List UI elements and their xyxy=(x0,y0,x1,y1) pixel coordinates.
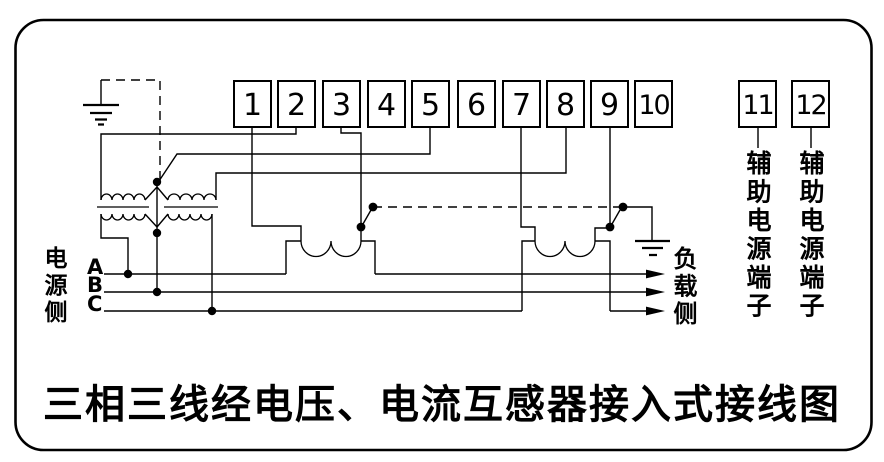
wire-secondary-earth xyxy=(623,206,653,241)
ct-left-hump xyxy=(285,240,376,274)
wire-terminal3 xyxy=(340,127,362,241)
dashed-pt-earth-link xyxy=(101,79,161,181)
pt-right-secondary-coil xyxy=(167,213,213,221)
terminal-number: 3 xyxy=(332,88,351,123)
phase-label-b: B xyxy=(87,273,104,297)
diagram-border xyxy=(14,18,873,452)
terminal-box-11: 11 xyxy=(738,80,777,128)
pt-inner-leads xyxy=(144,186,169,228)
junction-dots xyxy=(123,177,628,316)
arrow-phase-c-icon xyxy=(646,306,665,316)
wire-lines xyxy=(100,127,812,312)
terminal-box-1: 1 xyxy=(233,80,272,128)
dashed-links xyxy=(101,79,623,208)
phase-label-c: C xyxy=(87,292,103,316)
earth-ground-right-icon xyxy=(635,239,670,257)
arrow-phase-a-icon xyxy=(646,269,665,279)
current-transformer-left-coil xyxy=(300,240,362,258)
terminal-number: 11 xyxy=(742,90,772,121)
load-arrows xyxy=(646,269,665,316)
wire-terminal9 xyxy=(594,127,611,241)
aux-terminal-12-label: 辅助电源端子 xyxy=(796,150,825,321)
terminal-box-4: 4 xyxy=(367,80,406,128)
terminal-box-7: 7 xyxy=(502,80,541,128)
phase-label-a: A xyxy=(87,255,104,279)
terminal-box-2: 2 xyxy=(277,80,316,128)
wire-terminal8 xyxy=(215,127,567,200)
terminal-box-3: 3 xyxy=(322,80,361,128)
terminal-box-10: 10 xyxy=(634,80,673,128)
wire-terminal2 xyxy=(100,127,297,200)
terminal-box-9: 9 xyxy=(590,80,629,128)
terminal-strip: 1 2 3 4 5 6 7 xyxy=(233,80,830,128)
pt-left-primary-coil xyxy=(100,193,146,201)
terminal-number: 12 xyxy=(795,90,825,121)
ct-right-hump xyxy=(521,240,611,311)
terminal-number: 7 xyxy=(512,88,531,123)
terminal-number: 1 xyxy=(243,88,262,123)
wire-terminal5 xyxy=(158,127,431,182)
ct-right-link-blade xyxy=(611,209,621,225)
terminal-number: 6 xyxy=(467,88,486,123)
terminal-number: 4 xyxy=(377,88,396,123)
pt-right-primary-coil xyxy=(167,193,217,201)
current-transformer-right-coil xyxy=(534,240,596,258)
voltage-transformer-right xyxy=(164,193,218,221)
terminal-box-8: 8 xyxy=(546,80,585,128)
terminal-number: 9 xyxy=(600,88,619,123)
source-side-label: 电源侧 xyxy=(40,246,66,327)
terminal-box-5: 5 xyxy=(411,80,450,128)
terminal-box-6: 6 xyxy=(457,80,496,128)
pt-left-secondary-coil xyxy=(100,213,146,221)
earth-ground-left-icon xyxy=(83,80,119,126)
voltage-transformer-left xyxy=(97,193,149,221)
terminal-number: 8 xyxy=(556,88,575,123)
load-side-label: 负载侧 xyxy=(669,246,697,329)
wire-pt-left-secondary xyxy=(100,214,129,274)
ct-left-link-blade xyxy=(362,209,372,225)
terminal-number: 10 xyxy=(638,90,669,121)
wire-terminal1 xyxy=(251,127,302,241)
aux-terminal-11-label: 辅助电源端子 xyxy=(743,150,772,321)
terminal-box-12: 12 xyxy=(791,80,830,128)
wire-terminal7 xyxy=(520,127,536,241)
terminal-number: 5 xyxy=(421,88,440,123)
terminal-number: 2 xyxy=(287,88,306,123)
diagram-title: 三相三线经电压、电流互感器接入式接线图 xyxy=(43,382,841,428)
arrow-phase-b-icon xyxy=(646,287,665,297)
